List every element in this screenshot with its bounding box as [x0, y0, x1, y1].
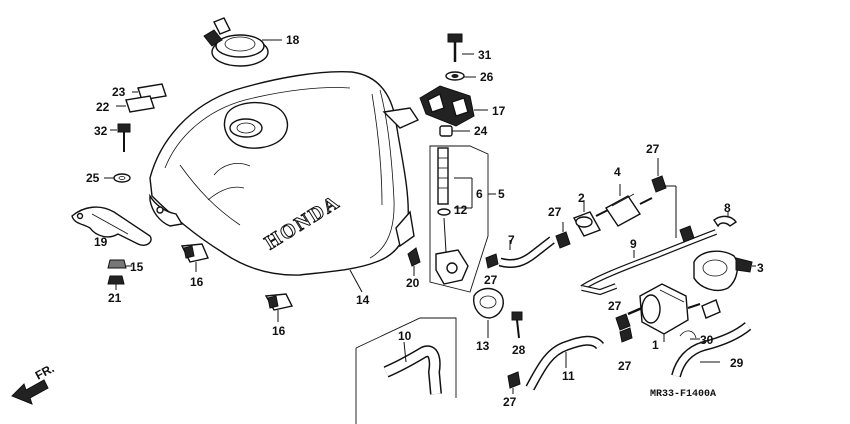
clamp-27-bottom	[507, 371, 521, 394]
clip-20	[407, 247, 421, 276]
leader-lines	[349, 269, 363, 293]
fuel-petcock	[429, 145, 496, 293]
clamp-27-pump	[615, 313, 633, 343]
hose-29	[671, 322, 752, 378]
callout-1: 1	[652, 338, 659, 352]
callout-6: 6	[476, 187, 483, 201]
callout-17: 17	[492, 104, 506, 118]
diagram-code: MR33-F1400A	[650, 389, 716, 400]
hose-7	[485, 236, 555, 269]
callout-20: 20	[406, 276, 420, 290]
pump-mount-3	[693, 250, 756, 292]
hose-10	[355, 317, 457, 424]
bracket-19	[71, 206, 152, 246]
callout-11: 11	[562, 369, 575, 383]
fuel-cap	[203, 17, 282, 67]
callout-12: 12	[454, 203, 468, 217]
valve-13	[473, 287, 504, 338]
collar-24	[439, 125, 470, 137]
bracket-17	[419, 85, 488, 127]
decals-22-23	[116, 83, 167, 113]
washer-26	[445, 71, 476, 81]
fuel-filter-4	[595, 184, 653, 227]
callouts: 1 2 3 4 5 6 7 8 9 10 11 12 13 14 15 16 1…	[86, 33, 764, 409]
callout-23: 23	[112, 85, 126, 99]
callout-8: 8	[724, 201, 731, 215]
washer-25	[104, 173, 131, 183]
callout-10: 10	[398, 329, 412, 343]
callout-19: 19	[94, 235, 108, 249]
grommet-15-21	[107, 259, 132, 290]
fuel-pump-1	[627, 283, 701, 342]
bolt-32	[110, 123, 131, 152]
connector-30	[679, 299, 721, 340]
callout-21: 21	[108, 291, 122, 305]
callout-18: 18	[286, 33, 300, 47]
callout-3: 3	[757, 261, 764, 275]
callout-15: 15	[130, 260, 144, 274]
callout-26: 26	[480, 70, 494, 84]
hose-9	[580, 225, 718, 296]
callout-27-b: 27	[646, 142, 660, 156]
callout-16-upper: 16	[190, 275, 204, 289]
callout-14: 14	[356, 293, 370, 307]
callout-32: 32	[94, 124, 108, 138]
clamp-27-right	[651, 158, 677, 238]
callout-16-lower: 16	[272, 324, 286, 338]
direction-label: FR.	[33, 361, 57, 382]
callout-24: 24	[474, 124, 488, 138]
callout-29: 29	[730, 356, 744, 370]
callout-13: 13	[476, 339, 490, 353]
clamp-16b	[264, 293, 294, 322]
clip-8	[713, 212, 737, 228]
callout-27-f: 27	[503, 395, 517, 409]
callout-4: 4	[614, 165, 621, 179]
clamp-16a	[180, 243, 209, 272]
callout-31: 31	[478, 48, 492, 62]
callout-27-c: 27	[484, 273, 498, 287]
callout-30: 30	[700, 333, 714, 347]
front-direction-arrow: FR.	[11, 361, 57, 405]
callout-27-a: 27	[548, 205, 562, 219]
callout-2: 2	[578, 191, 585, 205]
callout-7: 7	[508, 233, 515, 247]
callout-28: 28	[512, 343, 526, 357]
callout-25: 25	[86, 171, 100, 185]
fuel-tank: HONDA	[149, 70, 420, 276]
callout-5: 5	[498, 187, 505, 201]
callout-27-d: 27	[608, 299, 622, 313]
bolt-28	[511, 311, 523, 339]
bolt-31	[447, 33, 474, 62]
callout-22: 22	[96, 100, 110, 114]
callout-9: 9	[630, 237, 637, 251]
callout-27-e: 27	[618, 359, 632, 373]
hose-11	[525, 335, 604, 391]
filter-cover-2	[572, 200, 602, 237]
clamp-27-upper	[555, 222, 571, 249]
